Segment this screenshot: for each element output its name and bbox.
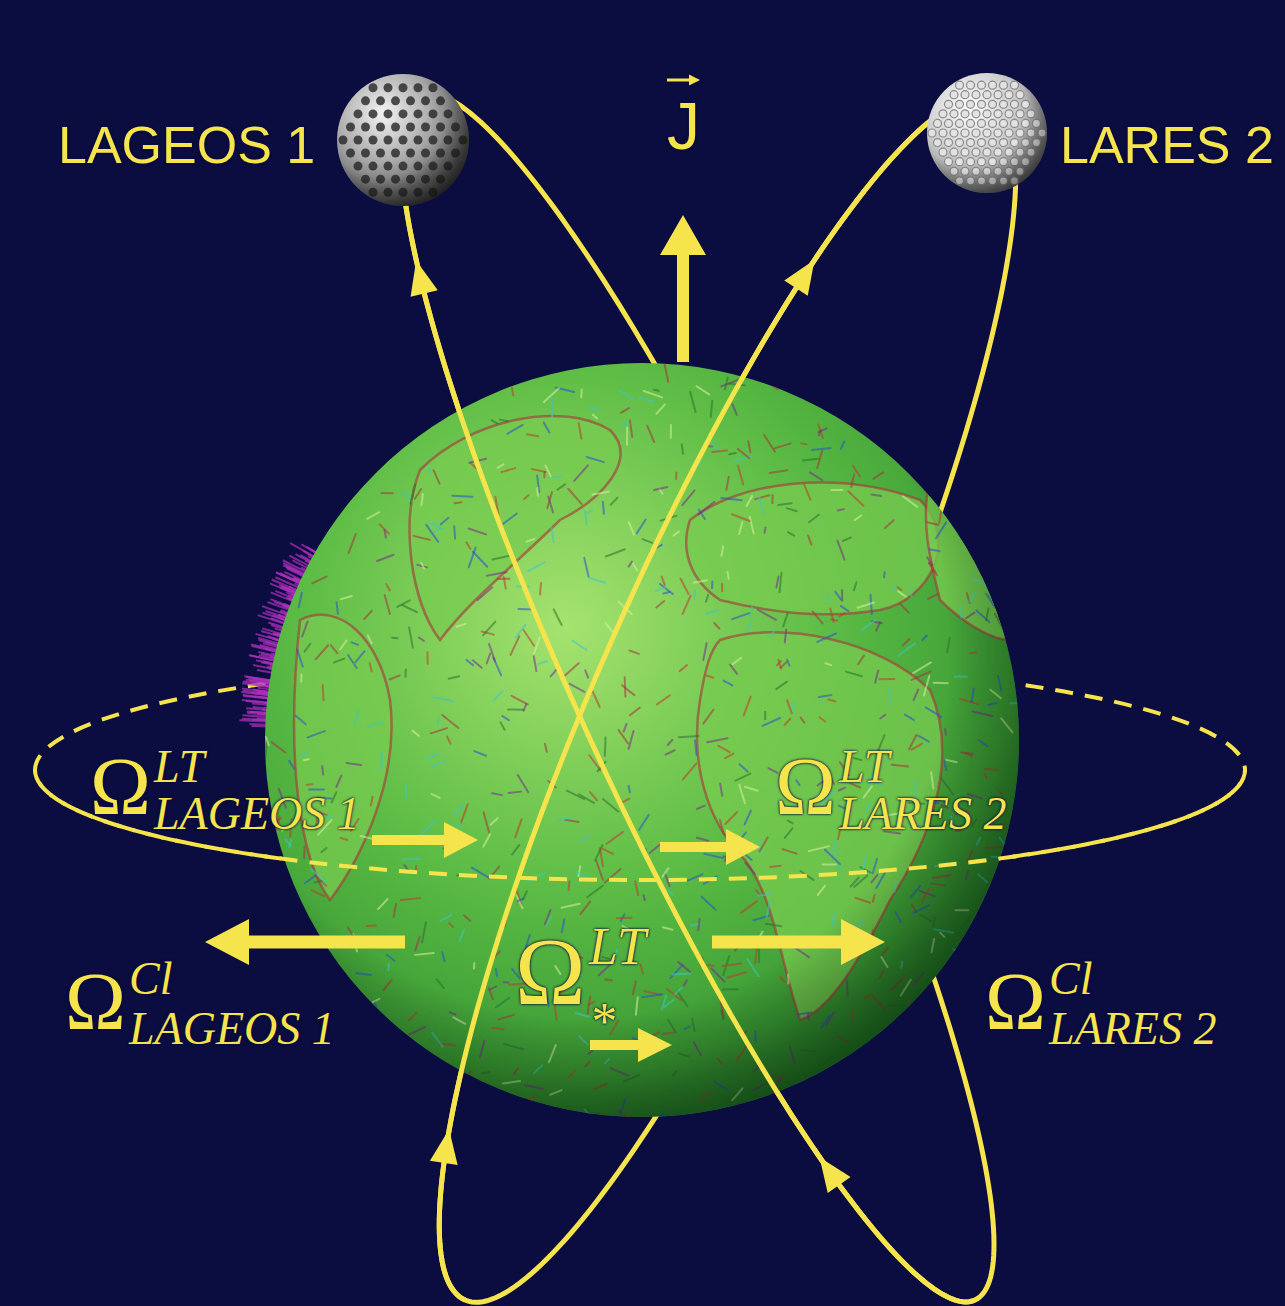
relief-stroke [295,919,310,924]
satellite-sphere [927,73,1047,193]
lares-satellite [927,73,1047,193]
lense-thirring-arrow [372,822,478,858]
relief-spike [242,700,270,703]
vector-symbol: J [667,93,700,159]
relief-spike [275,591,295,599]
orbit-front-path [439,98,990,1300]
earth-surface [265,363,1029,1130]
relief-spike [283,565,306,576]
superscript-label: Cl [1049,956,1092,1002]
relief-spike [243,696,270,699]
precession-symbol: Ω [985,961,1046,1043]
orbits-front [401,95,990,1302]
equator-front [35,770,1245,880]
relief-spike [247,713,269,714]
precession-arrows [205,75,885,1063]
relief-spike [243,681,272,685]
relief-spike [242,715,268,717]
precession-symbol: Ω [515,925,586,1020]
subscript-label: LARES 2 [1049,1006,1216,1052]
relief-spike [279,585,298,593]
angular-momentum-arrow [660,215,706,362]
sphere-shade [927,73,1047,193]
relief-stroke [953,949,966,962]
relief-spike [239,720,268,721]
precession-symbol: Ω [775,746,836,828]
superscript-label: LT [154,744,204,790]
subscript-label: LAGEOS 1 [129,1006,335,1052]
relief-spike [252,679,272,682]
orbit-front-path [401,95,975,1302]
lageos-satellite [337,74,469,206]
classical-precession-arrow [712,919,885,965]
superscript-label: Cl [129,956,172,1002]
relief-stroke [989,885,1003,895]
satellite-name: LARES 2 [1060,119,1274,171]
classical-precession-arrow [205,919,405,965]
satellite-name: LAGEOS 1 [58,119,315,171]
relief-spike [253,665,275,669]
superscript-label: LT [589,921,646,973]
orbit-direction-arrow [430,1129,458,1165]
relief-spike [246,708,269,710]
lense-thirring-arrow [660,829,760,865]
earth-shade [265,363,1019,1117]
orbit-direction-arrow [411,260,438,296]
subscript-label: * [589,996,615,1048]
vector-arrow [667,75,700,86]
orbit-direction-arrow [820,1157,851,1193]
precession-symbol: Ω [65,961,126,1043]
earth-disc [265,363,1019,1117]
relief-spike [262,628,283,634]
relief-spike [242,688,271,692]
superscript-label: LT [839,744,889,790]
orbit-direction-arrow [784,260,814,296]
relief-spike [276,572,302,584]
precession-symbol: Ω [90,746,151,828]
earth [265,363,1029,1130]
relief-spike [283,563,306,574]
subscript-label: LAGEOS 1 [154,791,360,837]
sphere-shade [337,74,469,206]
satellite-sphere [337,74,469,206]
subscript-label: LARES 2 [839,791,1006,837]
